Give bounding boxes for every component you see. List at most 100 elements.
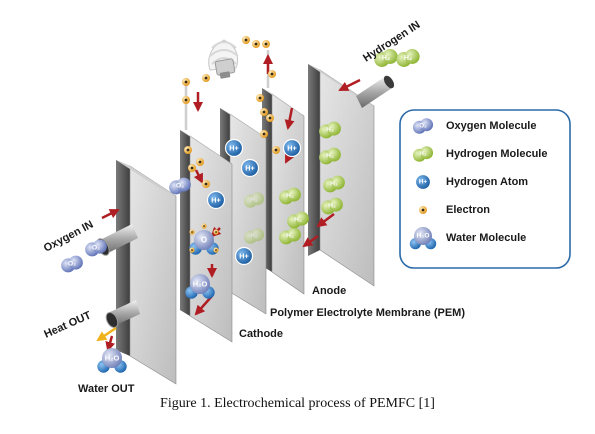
- hydrogen-molecule-icon-label: H₂: [286, 193, 294, 200]
- cathode-arrow-1: [193, 169, 204, 184]
- electron-core: [184, 98, 188, 102]
- hydrogen-molecule-icon-label: H₂: [404, 54, 412, 62]
- electron-icon: [419, 206, 427, 214]
- oxygen-molecule-icon: O₂: [169, 177, 191, 195]
- hydrogen-molecule-icon-atom: [328, 197, 343, 212]
- hydrogen-molecule-icon-label: H₂: [326, 127, 334, 134]
- electron-icon: [272, 146, 280, 154]
- hydrogen-molecule-icon-label: H₂: [419, 151, 426, 158]
- hydrogen-atom-icon: H+: [206, 190, 226, 210]
- oxygen-molecule-icon-atom: [68, 255, 83, 270]
- hydrogen-atom-circle: [240, 158, 260, 178]
- flow-arrows: [101, 54, 361, 352]
- oxygen-molecule-icon-atom: [176, 177, 191, 192]
- water-molecule-label: H₂O: [416, 233, 429, 240]
- electron-icon: [252, 40, 260, 48]
- hydrogen-atom-label: H+: [211, 196, 220, 205]
- anode-arrow-4: [302, 234, 319, 248]
- anode-arrow-1: [284, 107, 295, 130]
- hydrogen-molecule-icon: H₂: [287, 211, 309, 229]
- electron-core: [198, 160, 202, 164]
- hydrogen-molecule-icon-label: H₂: [286, 233, 294, 240]
- legend-item-label: Water Molecule: [446, 232, 526, 244]
- electron-core: [215, 231, 217, 233]
- electron-core: [204, 182, 208, 186]
- water-o-atom: [102, 348, 122, 368]
- oxygen-in-arrow: [101, 208, 120, 220]
- electron-icon: [202, 74, 210, 82]
- hydrogen-molecule-icon: H₂: [396, 49, 420, 67]
- electron-icon: [182, 78, 190, 86]
- oxygen-molecule-icon-atom: [92, 239, 107, 254]
- hydrogen-molecule-icon-atom: [326, 121, 341, 136]
- hydrogen-molecule-icon-label: H₂: [382, 54, 390, 62]
- electron-core: [191, 231, 193, 233]
- electron-icon: [260, 130, 268, 138]
- hydrogen-molecule-icon-atom: [286, 187, 301, 202]
- legend-item: H+Hydrogen Atom: [414, 173, 528, 191]
- hydrogen-atom-icon: H+: [224, 138, 244, 158]
- hydrogen-molecule-icon-label: H₂: [328, 203, 336, 210]
- hydrogen-atom-icon: H+: [240, 158, 260, 178]
- hydrogen-molecule-icon-atom: [420, 146, 434, 160]
- anode-arrow-3: [316, 213, 335, 228]
- hydrogen-in-arrow: [338, 78, 361, 92]
- water-out-label: Water OUT: [78, 383, 135, 395]
- legend-item-label: Hydrogen Atom: [446, 176, 528, 188]
- hydrogen-molecule-icon-label: H₂: [326, 153, 334, 160]
- hydrogen-molecule-icon: H₂: [323, 175, 345, 193]
- water-o-atom: [190, 274, 210, 294]
- hydrogen-atom-label: H+: [245, 164, 254, 173]
- electron-icon: [189, 247, 195, 253]
- electron-icon: [262, 40, 270, 48]
- heat-out-label: Heat OUT: [42, 309, 93, 340]
- electron-icon: [213, 229, 219, 235]
- outlet-pipe: [105, 300, 140, 328]
- water-o-atom: [414, 227, 432, 245]
- hydrogen-molecule-icon: H₂: [412, 146, 434, 162]
- legend-item: H₂ Hydrogen Molecule: [412, 146, 547, 162]
- hydrogen-atom-icon: H+: [282, 138, 302, 158]
- hydrogen-molecule-icon: H₂: [243, 192, 265, 208]
- hydrogen-molecule-icon-atom: [251, 228, 265, 242]
- pem-label: Polymer Electrolyte Membrane (PEM): [270, 307, 465, 319]
- water-out-arrow: [105, 335, 116, 352]
- light-bulb-icon: [208, 39, 239, 79]
- oxygen-atom-label: O: [201, 236, 207, 245]
- electron-icon: [268, 70, 276, 78]
- cathode-arrow-3: [194, 295, 213, 316]
- legend-item-label: Electron: [446, 204, 490, 216]
- hydrogen-molecule-icon: H₂: [319, 147, 341, 165]
- oxygen-molecule-icon-atom: [420, 118, 434, 132]
- hydrogen-molecule-icon-label: H₂: [330, 181, 338, 188]
- oxygen-molecule-icon-label: O₂: [68, 261, 76, 268]
- electron-core: [270, 72, 274, 76]
- electron-core: [244, 38, 248, 42]
- legend-item-label: Hydrogen Molecule: [446, 148, 547, 160]
- hydrogen-molecule-icon-atom: [326, 147, 341, 162]
- hydrogen-inlet-pipe: [356, 75, 395, 108]
- hydrogen-molecule-icon: H₂: [321, 197, 343, 215]
- oxygen-molecule-icon-label: O₂: [92, 245, 100, 252]
- water-molecule-icon: H₂O: [185, 274, 215, 299]
- legend-box: [399, 109, 571, 269]
- hydrogen-molecule-icon-atom: [330, 175, 345, 190]
- hydrogen-molecule-icon-atom: [294, 211, 309, 226]
- hydrogen-atom-circle: [206, 190, 226, 210]
- cathode-flow-plate: [116, 160, 177, 385]
- hydrogen-molecule-icon-label: H₂: [250, 197, 257, 204]
- electron-core: [254, 42, 258, 46]
- hydrogen-molecule-icon-atom: [251, 192, 265, 206]
- legend-item: H₂O Water Molecule: [409, 227, 526, 250]
- oxygen-molecule-icon-label: O₂: [419, 123, 427, 130]
- electron-core: [184, 80, 188, 84]
- electron-core: [190, 166, 194, 170]
- oxygen-molecule-icon-label: O₂: [176, 183, 184, 190]
- electron-core: [203, 225, 205, 227]
- electron-icon: [202, 180, 210, 188]
- hydrogen-molecule-icon-atom: [286, 227, 301, 242]
- hydrogen-atom-label: H+: [287, 144, 296, 153]
- electron-core: [204, 76, 208, 80]
